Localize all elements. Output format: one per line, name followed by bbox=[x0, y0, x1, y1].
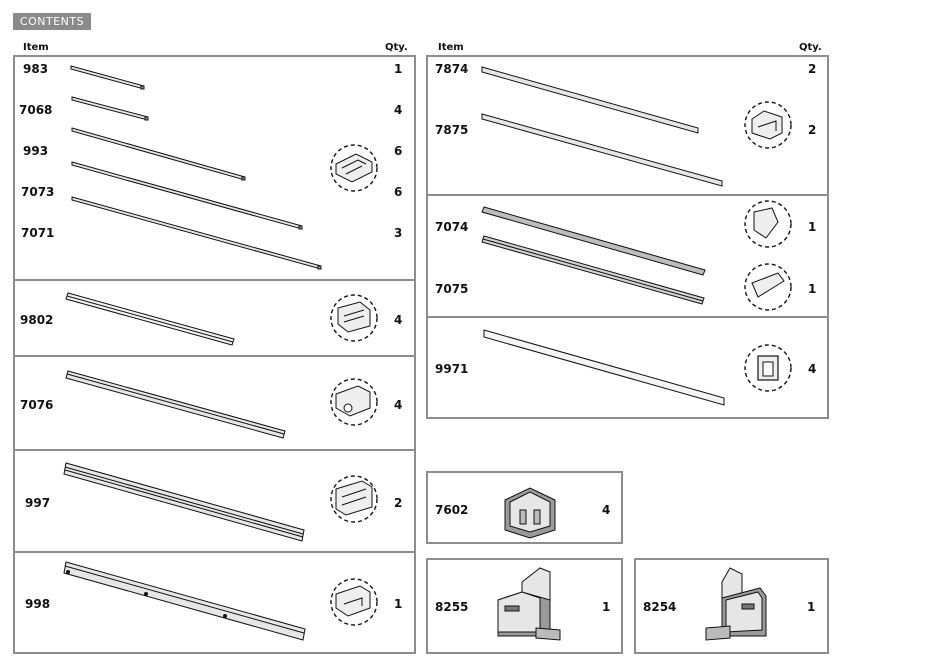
detail-magnifier-7075 bbox=[745, 264, 791, 310]
profile-983 bbox=[71, 66, 144, 89]
profile-7068 bbox=[72, 97, 148, 120]
bracket-8255 bbox=[498, 568, 560, 640]
detail-magnifier-9971 bbox=[745, 345, 791, 391]
profile-9802 bbox=[66, 293, 234, 345]
profile-9971 bbox=[484, 330, 724, 405]
profile-7076 bbox=[66, 371, 285, 438]
detail-magnifier-9802 bbox=[331, 295, 377, 341]
profile-7074 bbox=[482, 207, 705, 275]
profile-7073 bbox=[72, 162, 302, 229]
detail-magnifier-7874 bbox=[745, 102, 791, 148]
detail-magnifier-993 bbox=[331, 145, 377, 191]
profile-998 bbox=[64, 562, 305, 640]
detail-magnifier-998 bbox=[331, 579, 377, 625]
bracket-7602 bbox=[505, 488, 555, 538]
bracket-8254 bbox=[706, 568, 766, 640]
detail-magnifier-7076 bbox=[331, 379, 377, 425]
detail-magnifier-997 bbox=[331, 476, 377, 522]
profile-7075 bbox=[482, 236, 704, 304]
profile-7071 bbox=[72, 197, 321, 269]
detail-magnifier-7074 bbox=[745, 201, 791, 247]
profile-997 bbox=[64, 463, 304, 541]
